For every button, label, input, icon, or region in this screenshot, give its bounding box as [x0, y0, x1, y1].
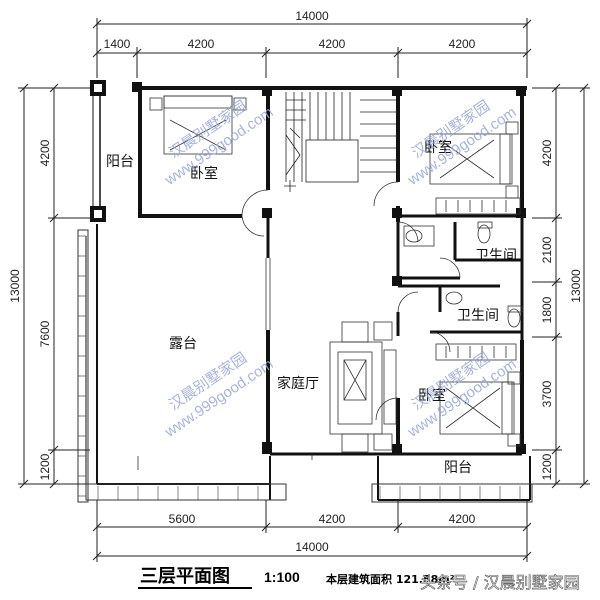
watermark-bottom-right: 汉晨别墅家园 www.999good.com [404, 349, 519, 442]
furniture [149, 95, 523, 453]
right-dimension-4: 3700 [540, 380, 554, 407]
left-total-dimension: 13000 [8, 269, 22, 303]
room-label-bathroom-2: 卫生间 [457, 308, 499, 324]
left-dimension-chain [18, 83, 90, 489]
right-dimension-2: 2100 [540, 236, 554, 263]
column-detail [94, 84, 102, 92]
watermark-bottom-left: 汉晨别墅家园 www.999good.com [161, 349, 276, 442]
top-dimension-4: 4200 [449, 37, 476, 51]
right-dimension-5: 1200 [540, 453, 554, 480]
right-dimension-chain [532, 83, 590, 489]
balcony-railing-bottom [371, 483, 533, 503]
left-dimension-2: 7600 [38, 320, 52, 347]
windows [137, 258, 313, 470]
bottom-dimension-3: 4200 [449, 512, 476, 526]
right-total-dimension: 13000 [569, 269, 583, 303]
top-dimension-chain [92, 18, 532, 78]
room-label-balcony-bottom: 阳台 [444, 460, 472, 476]
room-label-bathroom-1: 卫生间 [475, 248, 517, 264]
top-dimension-2: 4200 [188, 37, 215, 51]
watermark-top-right: 汉晨别墅家园 www.999good.com [404, 97, 519, 190]
room-label-bedroom-top-left: 卧室 [190, 165, 218, 182]
terrace-railing-bottom [85, 483, 287, 501]
room-label-bedroom-bottom-right: 卧室 [418, 387, 446, 404]
doors [241, 181, 461, 421]
drawing-scale: 1:100 [264, 569, 300, 585]
terrace-railing-left [77, 229, 89, 503]
staircase [284, 92, 396, 192]
column-detail [94, 210, 102, 218]
top-dimension-3: 4200 [319, 37, 346, 51]
left-dimension-3: 1200 [38, 453, 52, 480]
bottom-total-dimension: 14000 [295, 540, 329, 554]
room-label-family-hall: 家庭厅 [277, 375, 319, 392]
bottom-dimension-2: 4200 [319, 512, 346, 526]
room-label-bedroom-top-right: 卧室 [424, 139, 452, 156]
right-dimension-3: 1800 [540, 296, 554, 323]
left-dimension-1: 4200 [38, 139, 52, 166]
right-dimension-1: 4200 [540, 139, 554, 166]
source-credit: 头条号 / 汉晨别墅家园 [420, 573, 580, 592]
bottom-dimension-1: 5600 [169, 512, 196, 526]
drawing-title: 三层平面图 [140, 566, 230, 587]
terrace-railing-hatch [78, 235, 521, 500]
bottom-dimension-chain [92, 500, 532, 562]
top-total-dimension: 14000 [295, 9, 329, 23]
room-label-balcony-top: 阳台 [106, 154, 134, 170]
room-label-terrace: 露台 [169, 336, 197, 352]
area-note: 本层建筑面积 121.58m² [326, 572, 455, 586]
walls [85, 86, 531, 501]
top-dimension-1: 1400 [104, 37, 131, 51]
